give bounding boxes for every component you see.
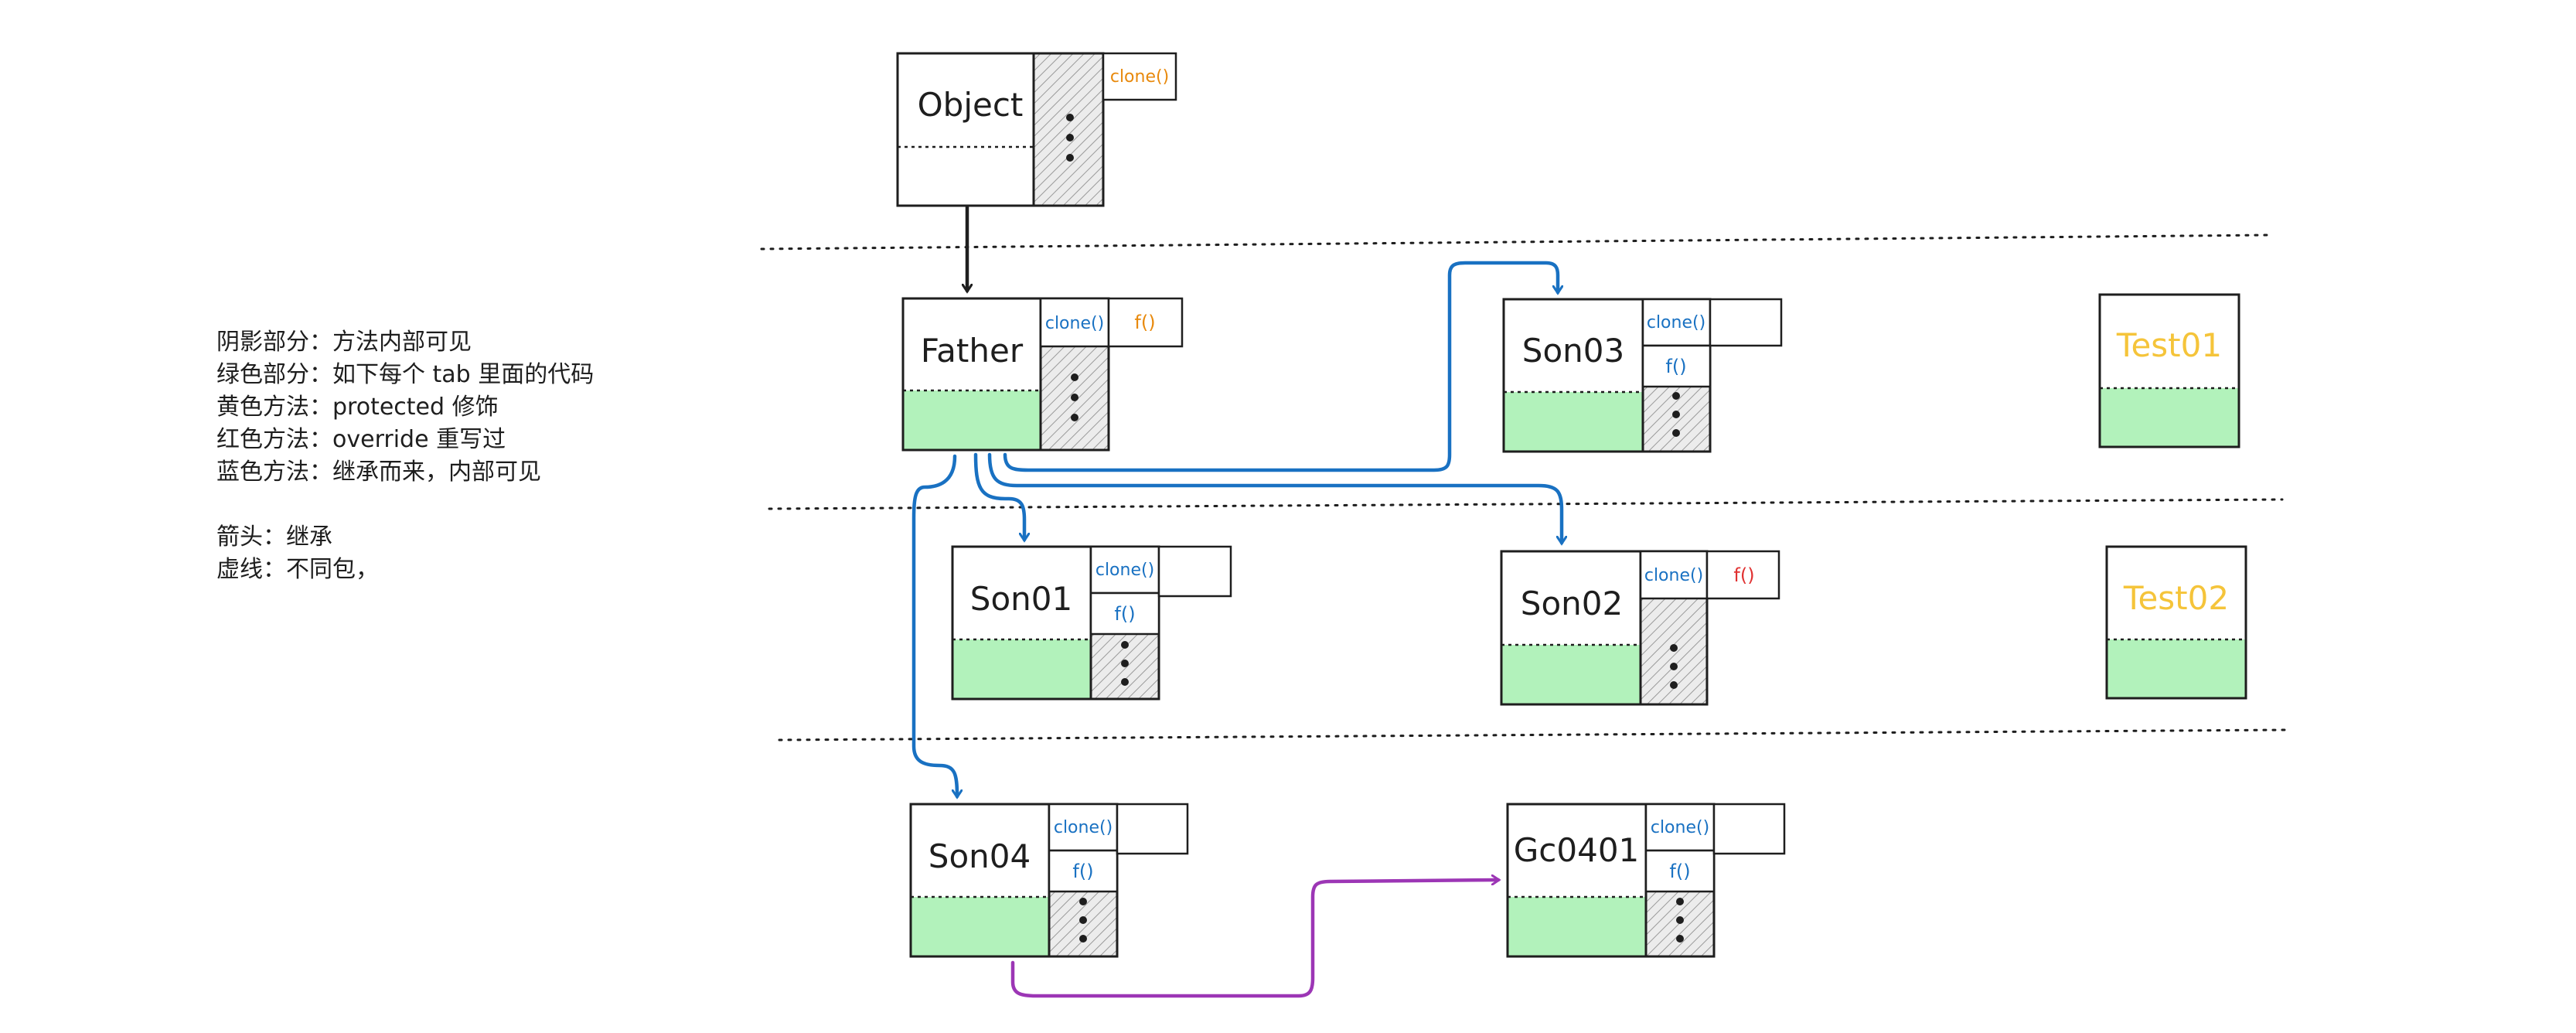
more-dots-icon bbox=[1676, 898, 1684, 943]
class-son03[interactable]: Son03 clone() f() bbox=[1502, 298, 1783, 453]
arrow-son04-to-gc0401 bbox=[1010, 880, 1498, 998]
more-dots-icon bbox=[1079, 898, 1087, 943]
legend-line-yellow: 黄色方法：protected 修饰 bbox=[216, 394, 499, 421]
method-clone: clone() bbox=[1045, 314, 1104, 333]
code-area bbox=[1504, 392, 1643, 452]
code-area bbox=[1508, 897, 1646, 956]
legend-spacer bbox=[216, 489, 594, 521]
more-dots-icon bbox=[1672, 392, 1680, 437]
legend-line-green: 绿色部分：如下每个 tab 里面的代码 bbox=[216, 361, 595, 388]
code-area bbox=[1501, 645, 1641, 704]
code-area bbox=[952, 639, 1091, 699]
method-clone: clone() bbox=[1644, 566, 1703, 585]
legend-line-red: 红色方法：override 重写过 bbox=[216, 426, 506, 453]
code-area bbox=[903, 390, 1041, 450]
class-test02[interactable]: Test02 bbox=[2105, 545, 2247, 700]
class-name: Test02 bbox=[2123, 579, 2229, 617]
legend-line-dashed: 虚线：不同包， bbox=[216, 556, 379, 583]
arrow-father-to-son03 bbox=[1003, 261, 1558, 472]
method-clone: clone() bbox=[1054, 818, 1113, 837]
class-name: Son03 bbox=[1522, 332, 1624, 370]
arrow-father-to-son01 bbox=[973, 452, 1024, 540]
class-name: Test01 bbox=[2116, 326, 2222, 364]
method-f: f() bbox=[1072, 861, 1093, 882]
legend: 阴影部分：方法内部可见 绿色部分：如下每个 tab 里面的代码 黄色方法：pro… bbox=[216, 326, 594, 586]
method-f: f() bbox=[1669, 861, 1690, 882]
class-name: Son04 bbox=[929, 837, 1031, 875]
class-son01[interactable]: Son01 clone() f() bbox=[951, 545, 1232, 701]
code-area bbox=[2100, 388, 2239, 447]
private-methods-area bbox=[1032, 52, 1105, 207]
code-area bbox=[911, 897, 1049, 956]
class-test01[interactable]: Test01 bbox=[2098, 293, 2240, 448]
class-name: Gc0401 bbox=[1514, 831, 1640, 869]
more-dots-icon bbox=[1071, 373, 1078, 421]
method-f: f() bbox=[1733, 564, 1754, 586]
package-divider-2 bbox=[768, 498, 2284, 510]
class-name: Son02 bbox=[1521, 585, 1623, 622]
class-son04[interactable]: Son04 clone() f() bbox=[909, 803, 1189, 958]
arrow-father-to-son02 bbox=[987, 452, 1562, 543]
class-son02[interactable]: Son02 clone() f() bbox=[1500, 550, 1780, 706]
code-area bbox=[2107, 639, 2246, 698]
class-father[interactable]: Father clone() f() bbox=[901, 297, 1184, 452]
method-f: f() bbox=[1114, 603, 1135, 625]
legend-line-arrow: 箭头：继承 bbox=[216, 523, 332, 551]
more-dots-icon bbox=[1121, 641, 1129, 686]
package-divider-3 bbox=[778, 728, 2286, 742]
legend-line-shadow: 阴影部分：方法内部可见 bbox=[216, 329, 472, 356]
method-clone: clone() bbox=[1110, 67, 1169, 87]
more-dots-icon bbox=[1066, 114, 1074, 162]
method-clone: clone() bbox=[1651, 818, 1709, 837]
method-clone: clone() bbox=[1647, 313, 1705, 332]
method-clone: clone() bbox=[1095, 561, 1154, 580]
more-dots-icon bbox=[1670, 644, 1678, 689]
class-name: Son01 bbox=[970, 580, 1072, 618]
package-divider-1 bbox=[760, 234, 2271, 251]
method-f: f() bbox=[1134, 312, 1155, 333]
arrow-father-to-son04 bbox=[911, 454, 957, 796]
class-name: Object bbox=[918, 86, 1024, 124]
class-object[interactable]: Object clone() bbox=[896, 52, 1177, 207]
class-name: Father bbox=[921, 332, 1024, 370]
method-f: f() bbox=[1665, 356, 1686, 377]
class-gc0401[interactable]: Gc0401 clone() f() bbox=[1506, 803, 1786, 958]
legend-line-blue: 蓝色方法：继承而来，内部可见 bbox=[216, 459, 541, 486]
